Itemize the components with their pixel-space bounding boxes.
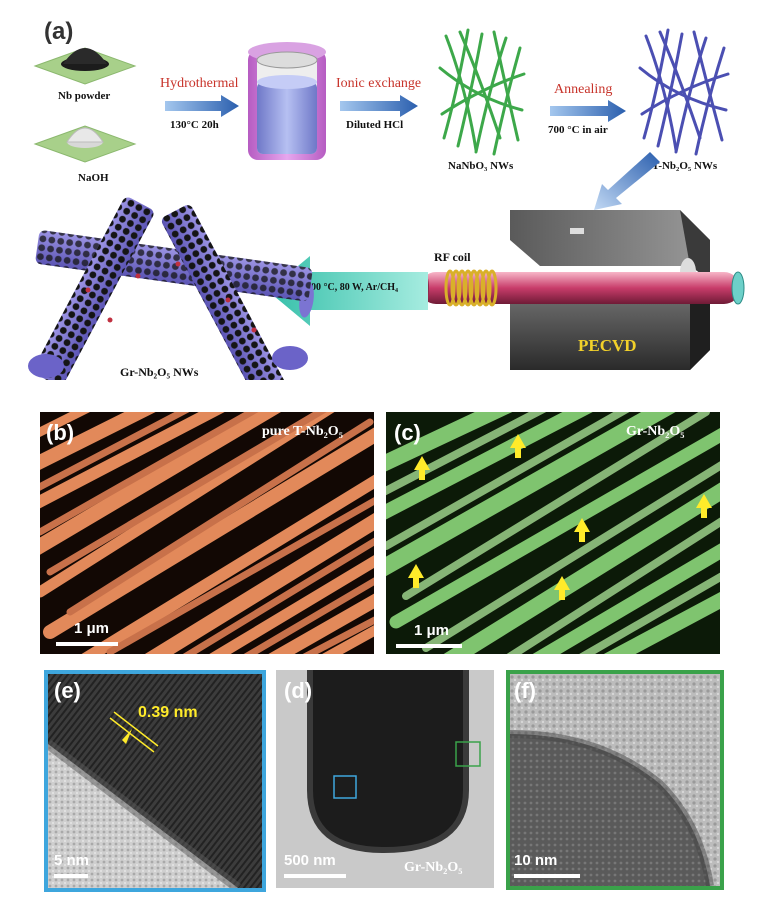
panel-b-scalebar [56, 642, 118, 646]
tnb2o5-label: T-Nb₂O₅ NWs [652, 160, 718, 172]
gr-nb2o5-label: Gr-Nb₂O₅ NWs [120, 365, 199, 379]
hydrothermal-label: Hydrothermal [160, 76, 239, 91]
panel-b-scale-text: 1 μm [74, 620, 110, 637]
naoh-label: NaOH [78, 172, 109, 184]
annealing-label: Annealing [554, 82, 613, 97]
panel-c-scalebar [396, 644, 462, 648]
panel-d-label: Gr-Nb₂O₅ [404, 860, 463, 875]
naoh-illustration [33, 125, 137, 163]
hydrothermal-condition: 130°C 20h [170, 119, 219, 131]
panel-e-scalebar [54, 874, 88, 878]
panel-d-scalebar [284, 874, 346, 878]
ionic-exchange-label: Ionic exchange [336, 76, 422, 91]
green-nanowire-texture [386, 412, 720, 654]
panel-d-letter: (d) [284, 678, 313, 703]
nanowire-tem-image [307, 670, 481, 854]
panel-c-scale-text: 1 μm [414, 622, 450, 639]
panel-d-image [276, 670, 494, 888]
nb-powder-label: Nb powder [58, 90, 111, 102]
panel-a-letter: (a) [44, 18, 74, 45]
annealing-arrow [550, 100, 626, 122]
nanbo3-nanowires [438, 28, 526, 156]
panel-b-image [40, 412, 374, 654]
pecvd-condition: 500 °C, 80 W, Ar/CH₄ [306, 282, 399, 293]
panel-c-image [386, 412, 720, 654]
panel-b-letter: (b) [46, 420, 75, 445]
panel-f-image [506, 670, 724, 890]
to-pecvd-arrow [594, 152, 660, 210]
pecvd-label: PECVD [578, 336, 637, 355]
yellow-arrow-markers [408, 434, 712, 600]
nb-powder-illustration [33, 47, 137, 85]
panel-f-scale-text: 10 nm [514, 852, 558, 869]
panel-d-scale-text: 500 nm [284, 852, 336, 869]
nanbo3-label: NaNbO₃ NWs [448, 160, 514, 172]
pecvd-machine [420, 210, 745, 370]
panel-e-letter: (e) [54, 678, 81, 703]
panel-e-scale-text: 5 nm [54, 852, 90, 869]
panel-c-letter: (c) [394, 420, 421, 445]
graphene-layer-image [510, 674, 720, 886]
tnb2o5-nanowires [638, 28, 730, 156]
ionic-exchange-arrow [340, 95, 418, 117]
panel-b-label: pure T-Nb₂O₅ [262, 424, 343, 439]
panel-c-label: Gr-Nb₂O₅ [626, 424, 685, 439]
lattice-fringe-image [48, 674, 262, 888]
annealing-condition: 700 °C in air [548, 124, 608, 136]
hydrothermal-arrow [165, 95, 239, 117]
lattice-spacing-label: 0.39 nm [138, 704, 198, 721]
panel-f-scalebar [514, 874, 580, 878]
autoclave-illustration [248, 42, 326, 160]
gr-nb2o5-nanowires [28, 197, 314, 380]
panel-e-image [44, 670, 266, 892]
ionic-exchange-condition: Diluted HCl [346, 119, 404, 131]
orange-nanowire-texture [40, 412, 374, 654]
panel-f-letter: (f) [514, 678, 536, 703]
rf-coil-label: RF coil [434, 250, 471, 264]
